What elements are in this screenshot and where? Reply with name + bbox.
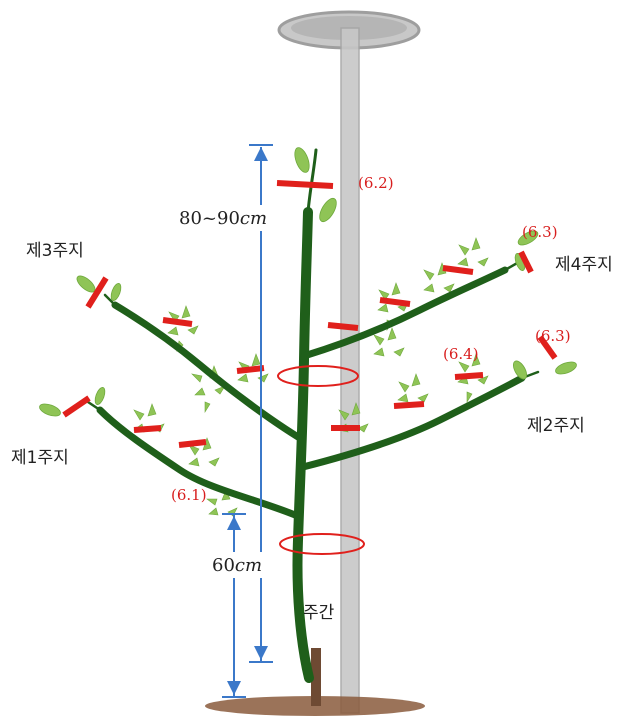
branch1-label: 제1주지 <box>11 448 69 468</box>
branch4-label: 제4주지 <box>555 255 613 275</box>
leaf-icon <box>555 361 577 375</box>
branch3-tip <box>103 293 117 307</box>
rootstock-stub <box>311 648 321 706</box>
cut-mark <box>327 322 359 331</box>
cut-mark-branch4-tip <box>518 250 534 274</box>
ref-6-3-top: (6.3) <box>522 223 558 241</box>
lower-dimension-unit: cm <box>235 555 262 576</box>
leaf-clusters <box>133 237 489 517</box>
lower-ring <box>279 533 365 555</box>
ground <box>205 648 425 716</box>
upper-arrow-up-icon <box>254 147 268 161</box>
upper-dimension-label-bg <box>176 205 282 231</box>
branch4 <box>300 266 509 360</box>
upper-dimension-label: 80~90cm <box>179 208 267 229</box>
trunk-rings <box>277 365 365 555</box>
leaf-icon <box>319 197 337 223</box>
leaf-cluster <box>133 403 165 433</box>
lower-dimension-number: 60 <box>212 555 235 576</box>
cut-mark <box>393 401 425 409</box>
branch1-tip <box>86 400 102 412</box>
leaf-icon <box>517 230 539 246</box>
cut-mark <box>162 317 193 327</box>
branch2 <box>299 374 526 471</box>
cut-mark-branch1-tip <box>62 395 91 418</box>
branch1 <box>96 406 304 521</box>
leaf-icon <box>39 403 61 417</box>
cut-mark-branch3-tip <box>85 276 109 309</box>
leaf-cluster <box>397 373 429 403</box>
upper-arrow-down-icon <box>254 646 268 660</box>
upper-dimension-unit: cm <box>240 208 267 229</box>
ref-6-4: (6.4) <box>443 345 479 363</box>
upper-dimension-number: 80~90 <box>179 208 240 229</box>
trunk-label: 주간 <box>303 603 335 623</box>
ref-6-2: (6.2) <box>358 174 394 192</box>
cut-mark-leader <box>276 180 334 189</box>
leaf-cluster <box>337 402 369 433</box>
leaf-cluster <box>167 305 199 352</box>
ref-6-1: (6.1) <box>171 486 207 504</box>
lower-arrow-up-icon <box>227 516 241 530</box>
leaf-cluster <box>188 437 220 467</box>
cut-mark <box>236 365 265 374</box>
cut-mark <box>178 439 207 448</box>
cut-mark <box>133 425 162 433</box>
leaf-cluster <box>377 282 409 332</box>
leaf-cluster <box>373 327 405 357</box>
upper-ring <box>277 365 359 387</box>
leaf-cluster <box>457 237 489 267</box>
leaf-icon <box>94 387 106 405</box>
cut-marks <box>62 180 558 448</box>
branch2-label: 제2주지 <box>527 416 585 436</box>
lower-arrow-down-icon <box>227 681 241 695</box>
cut-mark-branch2-tip <box>537 335 558 360</box>
cut-mark <box>379 297 411 307</box>
lower-dimension-label-bg <box>208 552 266 578</box>
leader-tip <box>306 148 318 214</box>
leaf-icon <box>294 147 310 173</box>
leaf-icon <box>512 360 528 380</box>
leaf-icon <box>110 283 122 301</box>
lower-dimension-label: 60cm <box>212 555 262 576</box>
leaf-cluster <box>191 365 226 414</box>
terminal-leaves <box>39 147 577 417</box>
branch3 <box>111 301 307 444</box>
cut-mark <box>454 372 484 380</box>
trunk <box>292 207 314 683</box>
ref-6-3-right: (6.3) <box>535 327 571 345</box>
cut-mark <box>442 265 474 275</box>
tree-structure <box>86 148 540 683</box>
branch3-label: 제3주지 <box>26 241 84 261</box>
leaf-cluster <box>237 353 269 383</box>
